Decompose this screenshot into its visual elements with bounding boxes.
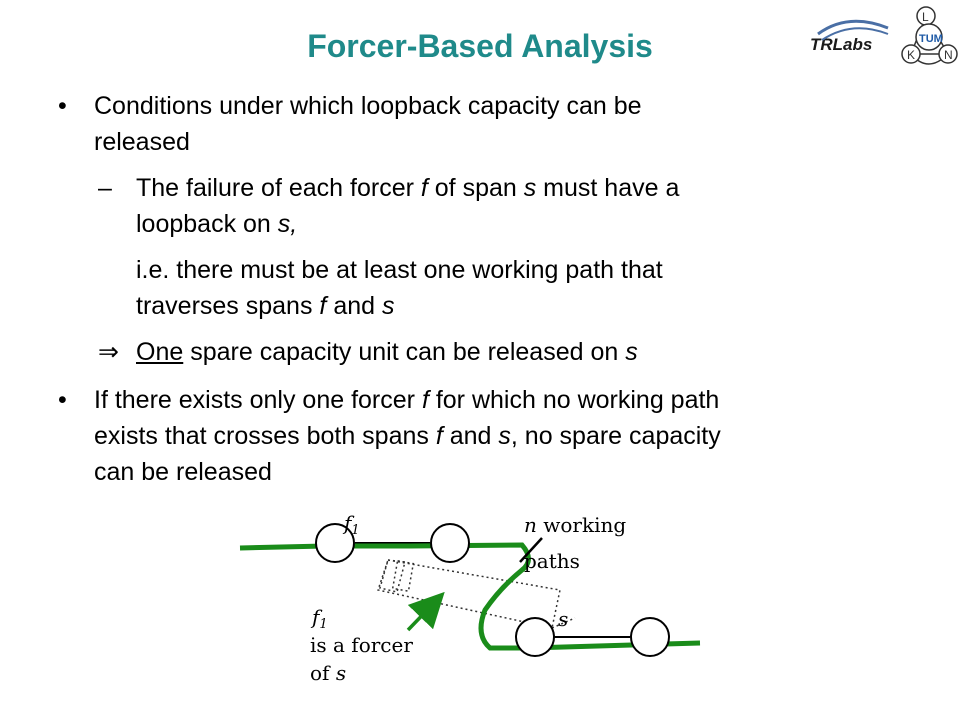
text-run: and bbox=[442, 422, 499, 450]
bullet-text-line: exists that crosses both spans f and s, … bbox=[94, 418, 938, 454]
text-run: exists that crosses both spans bbox=[94, 422, 436, 450]
label-s: s bbox=[558, 607, 568, 631]
forcer-arrow-icon bbox=[406, 591, 445, 632]
bullet-dot: • bbox=[58, 92, 67, 120]
logo-network-icon: L TUM K N bbox=[901, 6, 958, 65]
label-f1-top-sub: 1 bbox=[351, 523, 359, 538]
label-is-a-forcer: is a forcer bbox=[310, 633, 413, 657]
logo-arc-icon bbox=[817, 19, 889, 36]
working-path-bottom bbox=[529, 640, 701, 651]
text-run: loopback on bbox=[136, 210, 278, 238]
implies-icon: ⇒ bbox=[98, 338, 119, 366]
text-run: spare capacity unit can be released on bbox=[183, 338, 626, 366]
logo-node-k: K bbox=[907, 48, 915, 62]
bullet-single-forcer: • If there exists only one forcer f for … bbox=[58, 382, 938, 490]
bullet-text-line: If there exists only one forcer f for wh… bbox=[94, 382, 938, 418]
bullet-conditions: • Conditions under which loopback capaci… bbox=[58, 88, 938, 160]
bullet-list: • Conditions under which loopback capaci… bbox=[58, 88, 938, 490]
slide-title: Forcer-Based Analysis bbox=[307, 28, 653, 64]
sub-bullet-failure: – The failure of each forcer f of span s… bbox=[58, 170, 938, 242]
path-tick-mark bbox=[519, 537, 543, 563]
var-s: s bbox=[523, 174, 537, 202]
sub-bullet-line: i.e. there must be at least one working … bbox=[136, 256, 663, 284]
logo-brand-text: TRLabs bbox=[810, 35, 872, 54]
text-run: of span bbox=[427, 174, 524, 202]
node-circle bbox=[430, 523, 470, 563]
node-circle bbox=[515, 617, 555, 657]
text-run: The failure of each forcer bbox=[136, 174, 421, 202]
node-circle bbox=[315, 523, 355, 563]
text-run: and bbox=[326, 292, 382, 320]
var-s: s, bbox=[277, 210, 298, 238]
text-run: If there exists only one forcer bbox=[94, 386, 422, 414]
svg-text:of s: of s bbox=[310, 661, 346, 685]
var-f: f bbox=[435, 422, 443, 450]
logo-node-n: N bbox=[944, 48, 953, 62]
forcer-diagram: f1 n working paths s f1 is a forcer of s bbox=[239, 511, 701, 685]
text-run: must have a bbox=[536, 174, 680, 202]
var-f: f bbox=[319, 292, 327, 320]
text-one-underlined: One bbox=[136, 338, 184, 366]
sub-bullet-line: loopback on s, bbox=[136, 206, 938, 242]
working-path-top bbox=[239, 542, 531, 651]
bullet-dot: • bbox=[58, 386, 67, 414]
node-circle bbox=[630, 617, 670, 657]
label-paths: paths bbox=[524, 549, 580, 573]
var-f: f bbox=[420, 174, 428, 202]
sub-bullet-line: traverses spans f and s bbox=[136, 288, 938, 324]
var-s: s bbox=[498, 422, 511, 450]
svg-text:f1: f1 bbox=[342, 511, 360, 538]
var-f: f bbox=[421, 386, 429, 414]
label-of-s: s bbox=[336, 661, 346, 685]
label-n: n bbox=[524, 513, 537, 537]
sub-bullet-line: The failure of each forcer f of span s m… bbox=[136, 170, 938, 206]
svg-text:f1: f1 bbox=[310, 605, 328, 632]
bullet-text-line: Conditions under which loopback capacity… bbox=[94, 92, 642, 120]
text-run: traverses spans bbox=[136, 292, 320, 320]
text-run: , no spare capacity bbox=[510, 422, 721, 450]
label-working: working bbox=[537, 513, 626, 537]
trlabs-tum-logo: TRLabs L TUM K N bbox=[810, 6, 958, 65]
bullet-text-line: released bbox=[94, 128, 190, 156]
bullet-text-line: can be released bbox=[94, 458, 272, 486]
label-f1-left-sub: 1 bbox=[319, 617, 327, 632]
sub-bullet-dash: – bbox=[98, 174, 112, 202]
logo-node-l: L bbox=[922, 10, 929, 24]
svg-text:n working: n working bbox=[524, 513, 626, 537]
sub-bullet-ie: i.e. there must be at least one working … bbox=[58, 252, 938, 324]
implies-line: ⇒ One spare capacity unit can be released… bbox=[58, 334, 938, 370]
var-s: s bbox=[625, 338, 638, 366]
text-run: for which no working path bbox=[428, 386, 720, 414]
var-s: s bbox=[381, 292, 395, 320]
logo-node-tum: TUM bbox=[919, 33, 943, 45]
label-of: of bbox=[310, 661, 336, 685]
